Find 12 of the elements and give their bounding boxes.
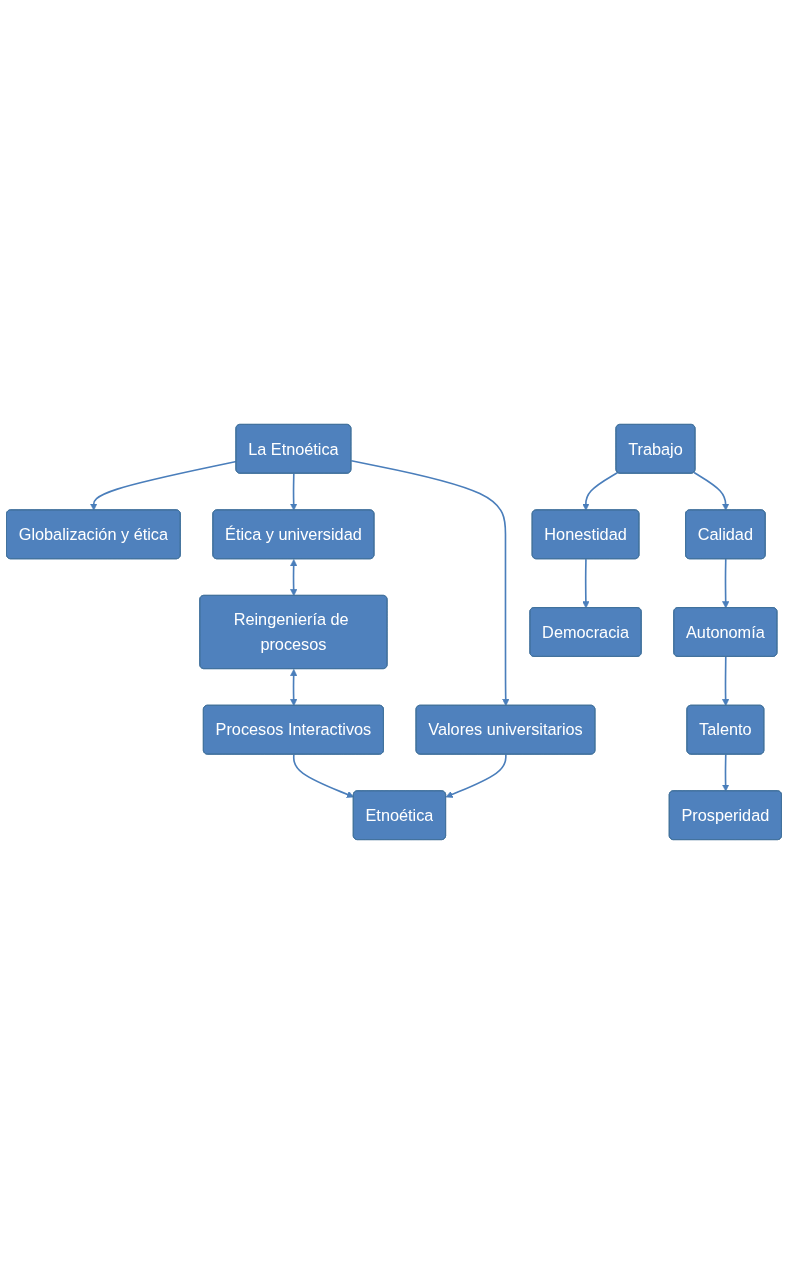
arrow: [722, 753, 730, 792]
arrow: [693, 471, 730, 511]
arrow: [292, 753, 354, 798]
arrow: [350, 460, 510, 706]
arrow: [290, 559, 298, 597]
arrow: [582, 471, 619, 511]
arrow: [722, 656, 730, 706]
arrow: [582, 558, 590, 609]
arrow: [290, 472, 298, 511]
arrow: [722, 558, 730, 609]
arrow: [290, 669, 298, 706]
arrow: [445, 753, 507, 798]
